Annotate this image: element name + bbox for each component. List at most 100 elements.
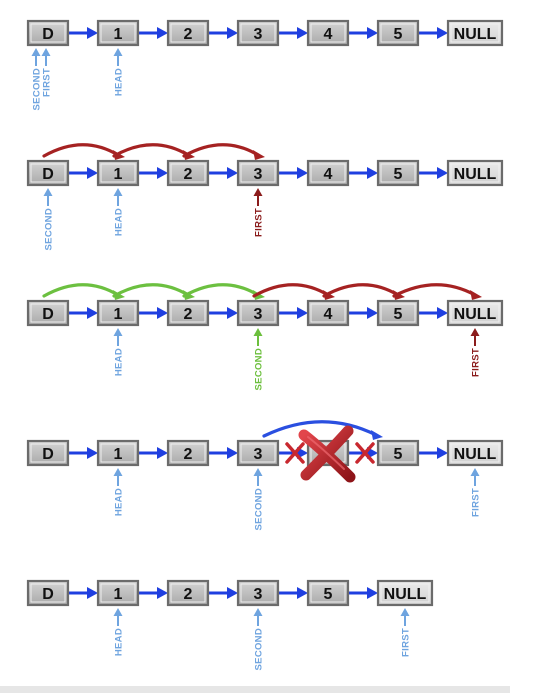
next-link-arrow: [68, 27, 98, 39]
list-node: 3: [236, 299, 280, 327]
list-node: 4: [306, 19, 350, 47]
null-node: NULL: [376, 579, 434, 607]
node-label: 5: [324, 586, 333, 603]
next-link-arrow: [278, 167, 308, 179]
pointer-second: SECOND: [253, 608, 265, 670]
node-label: NULL: [454, 26, 497, 43]
node-label: NULL: [454, 446, 497, 463]
list-node: 3: [236, 579, 280, 607]
pointer-label: HEAD: [114, 68, 125, 96]
node-label: 3: [254, 586, 263, 603]
remove-link-x-icon: [285, 442, 305, 464]
next-link-arrow: [348, 167, 378, 179]
row-1: D 1 2 3 4 5 NULL: [26, 19, 504, 47]
pointer-head: HEAD: [113, 188, 125, 236]
list-node: 2: [166, 159, 210, 187]
next-link-arrow: [348, 587, 378, 599]
next-link-arrow: [138, 27, 168, 39]
pointer-label: FIRST: [42, 68, 53, 97]
next-link-arrow: [138, 447, 168, 459]
next-link-arrow: [348, 307, 378, 319]
list-node: 5: [376, 439, 420, 467]
list-node: D: [26, 19, 70, 47]
traversal-arrow: [252, 283, 335, 300]
pointer-first: FIRST: [253, 188, 265, 237]
traversal-arrows: [42, 143, 482, 440]
list-node: 4: [306, 299, 350, 327]
next-link-arrow: [348, 27, 378, 39]
bypass-arrow: [262, 420, 383, 440]
pointer-label: SECOND: [32, 68, 43, 110]
pointer-second: SECOND: [43, 188, 55, 250]
traversal-arrow: [182, 143, 265, 160]
next-links: [68, 27, 448, 599]
pointer-first: FIRST: [41, 48, 53, 97]
traversal-arrow: [182, 283, 265, 300]
node-label: D: [42, 306, 54, 323]
pointer-label: SECOND: [254, 488, 265, 530]
list-node: D: [26, 579, 70, 607]
next-link-arrow: [68, 167, 98, 179]
list-node: 1: [96, 579, 140, 607]
node-label: 1: [114, 26, 123, 43]
node-label: 3: [254, 166, 263, 183]
traversal-arrow: [322, 283, 405, 300]
null-node: NULL: [446, 19, 504, 47]
node-label: 4: [324, 306, 333, 323]
pointer-label: FIRST: [401, 628, 412, 657]
list-node: 2: [166, 439, 210, 467]
traversal-arrow: [392, 283, 482, 300]
pointer-label: FIRST: [254, 208, 265, 237]
list-node: 5: [306, 579, 350, 607]
node-label: 5: [394, 166, 403, 183]
list-node: 2: [166, 579, 210, 607]
list-node: 1: [96, 299, 140, 327]
pointer-head: HEAD: [113, 48, 125, 96]
bottom-scroll-strip: [0, 686, 510, 693]
node-label: NULL: [384, 586, 427, 603]
pointer-first: FIRST: [470, 468, 482, 517]
node-label: D: [42, 586, 54, 603]
next-link-arrow: [418, 447, 448, 459]
pointer-label: SECOND: [44, 208, 55, 250]
next-link-arrow: [208, 587, 238, 599]
list-node: 1: [96, 19, 140, 47]
node-label: D: [42, 166, 54, 183]
next-link-arrow: [278, 307, 308, 319]
node-label: 5: [394, 306, 403, 323]
pointer-label: SECOND: [254, 628, 265, 670]
pointer-first: FIRST: [470, 328, 482, 377]
pointer-label: FIRST: [471, 488, 482, 517]
list-node: 5: [376, 299, 420, 327]
null-node: NULL: [446, 299, 504, 327]
next-link-arrow: [68, 447, 98, 459]
node-label: 1: [114, 306, 123, 323]
traversal-arrow: [42, 143, 125, 160]
node-label: 2: [184, 446, 193, 463]
node-label: D: [42, 26, 54, 43]
next-link-arrow: [138, 167, 168, 179]
pointer-label: SECOND: [254, 348, 265, 390]
node-label: 4: [324, 26, 333, 43]
list-node: 1: [96, 159, 140, 187]
node-label: 2: [184, 306, 193, 323]
node-label: 2: [184, 26, 193, 43]
node-label: D: [42, 446, 54, 463]
pointer-label: HEAD: [114, 208, 125, 236]
list-node: 5: [376, 19, 420, 47]
pointer-label: FIRST: [471, 348, 482, 377]
node-label: 3: [254, 26, 263, 43]
pointer-second: SECOND: [253, 328, 265, 390]
pointer-first: FIRST: [400, 608, 412, 657]
next-link-arrow: [418, 307, 448, 319]
traversal-arrow: [112, 283, 195, 300]
next-link-arrow: [208, 27, 238, 39]
list-node: D: [26, 439, 70, 467]
next-link-arrow: [68, 587, 98, 599]
next-link-arrow: [208, 307, 238, 319]
pointer-head: HEAD: [113, 468, 125, 516]
